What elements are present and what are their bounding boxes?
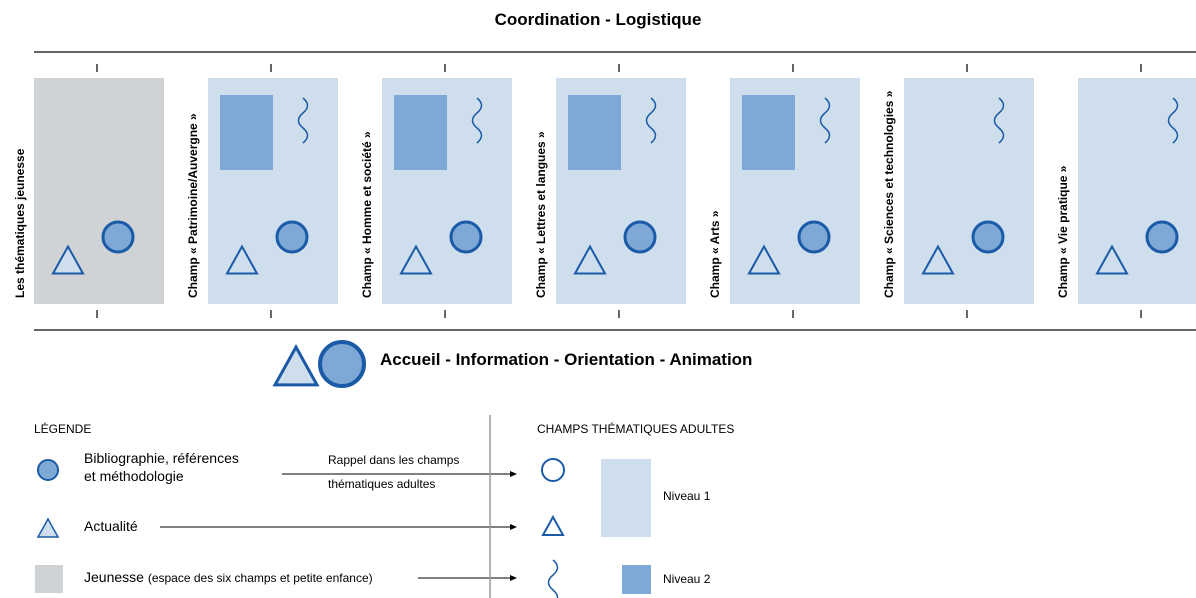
circle-icon-0 [101, 220, 135, 254]
arrow-bibliographie-head [510, 471, 517, 477]
circle-icon-5 [971, 220, 1005, 254]
arrow-actualite-head [510, 524, 517, 530]
adult-fields-title: CHAMPS THÉMATIQUES ADULTES [537, 422, 735, 436]
column-label-arts: Champ « Arts » [708, 210, 722, 298]
legend-youth-label: Jeunesse (espace des six champs et petit… [84, 569, 373, 585]
squiggle-icon-5 [993, 97, 1005, 144]
column-label-lettres: Champ « Lettres et langues » [534, 131, 548, 298]
level2-block-4 [742, 95, 795, 170]
level1-panel-5 [904, 78, 1034, 304]
top-title: Coordination - Logistique [494, 10, 702, 29]
circle-icon-1 [275, 220, 309, 254]
level2-label: Niveau 2 [663, 572, 711, 586]
triangle-icon-0 [51, 244, 85, 275]
adult-circle-icon [541, 458, 565, 482]
level1-label: Niveau 1 [663, 489, 711, 503]
legend-youth-note: (espace des six champs et petite enfance… [147, 571, 373, 585]
adult-triangle-icon [541, 514, 565, 536]
arrow-note-line2: thématiques adultes [328, 477, 436, 491]
arrow-note-line1: Rappel dans les champs [328, 453, 460, 467]
level1-swatch [601, 459, 651, 537]
footer-triangle-icon [272, 344, 320, 387]
level2-swatch [622, 565, 651, 594]
level2-block-3 [568, 95, 621, 170]
legend-circle-label-line2: et méthodologie [84, 468, 184, 484]
column-label-sciences: Champ « Sciences et technologies » [882, 90, 896, 298]
level2-block-2 [394, 95, 447, 170]
footer-circle-icon [318, 340, 366, 388]
triangle-icon-4 [747, 244, 781, 275]
circle-icon-3 [623, 220, 657, 254]
youth-column-panel [34, 78, 164, 304]
column-label-patrimoine: Champ « Patrimoine/Auvergne » [186, 113, 200, 298]
column-label-jeunesse: Les thématiques jeunesse [13, 148, 27, 298]
circle-icon-2 [449, 220, 483, 254]
triangle-icon-1 [225, 244, 259, 275]
adult-squiggle-icon [547, 559, 559, 598]
triangle-icon-2 [399, 244, 433, 275]
legend-triangle-label: Actualité [84, 518, 138, 534]
legend-circle-icon [37, 459, 59, 481]
squiggle-icon-6 [1167, 97, 1179, 144]
triangle-icon-6 [1095, 244, 1129, 275]
bottom-title: Accueil - Information - Orientation - An… [380, 350, 753, 369]
legend-triangle-icon [36, 517, 60, 538]
arrow-jeunesse-head [510, 575, 517, 581]
column-label-vie-pratique: Champ « Vie pratique » [1056, 165, 1070, 299]
legend-title: LÉGENDE [34, 422, 92, 436]
circle-icon-6 [1145, 220, 1179, 254]
column-label-homme: Champ « Homme et société » [360, 131, 374, 298]
legend-circle-label-line1: Bibliographie, références [84, 450, 239, 466]
squiggle-icon-2 [471, 97, 483, 144]
squiggle-icon-3 [645, 97, 657, 144]
triangle-icon-3 [573, 244, 607, 275]
circle-icon-4 [797, 220, 831, 254]
level2-block-1 [220, 95, 273, 170]
level1-panel-6 [1078, 78, 1196, 304]
legend-gray-square-icon [35, 565, 63, 593]
squiggle-icon-1 [297, 97, 309, 144]
triangle-icon-5 [921, 244, 955, 275]
legend-youth-label-main: Jeunesse [84, 569, 144, 585]
squiggle-icon-4 [819, 97, 831, 144]
